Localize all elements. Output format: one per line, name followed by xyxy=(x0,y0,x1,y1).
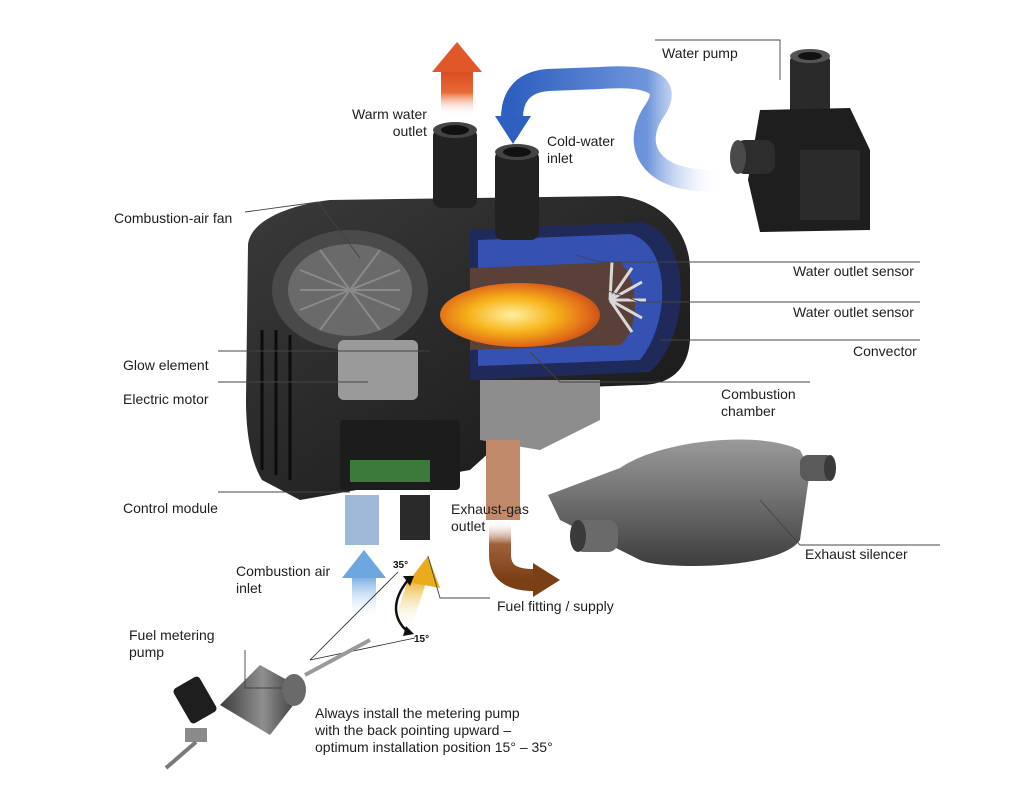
combustion-air-arrow xyxy=(342,550,386,620)
leader-lines xyxy=(218,39,940,689)
angle-label-upper: 35° xyxy=(393,560,409,571)
cold-water-arrow xyxy=(495,66,721,192)
label-warm-water-outlet: Warm water outlet xyxy=(352,106,427,139)
label-install-note: Always install the metering pump with th… xyxy=(315,705,553,755)
exhaust-silencer xyxy=(548,439,836,566)
label-exhaust-silencer: Exhaust silencer xyxy=(805,546,908,562)
warm-water-arrow xyxy=(432,42,482,115)
angle-label-lower: 15° xyxy=(414,634,430,645)
label-cold-water-inlet: Cold-water inlet xyxy=(547,133,615,166)
angle-indicator xyxy=(309,571,416,661)
label-water-outlet-sensor-1: Water outlet sensor xyxy=(793,263,914,279)
flame xyxy=(440,283,600,347)
fuel-arrow xyxy=(393,556,440,631)
label-exhaust-gas-outlet: Exhaust-gas outlet xyxy=(451,501,529,534)
label-convector: Convector xyxy=(853,343,917,359)
heater-body xyxy=(246,122,690,545)
label-water-pump: Water pump xyxy=(662,45,738,61)
label-fuel-metering-pump: Fuel metering pump xyxy=(129,627,215,660)
label-control-module: Control module xyxy=(123,500,218,516)
water-pump xyxy=(730,49,870,232)
label-combustion-air-fan: Combustion-air fan xyxy=(114,210,233,226)
fuel-metering-pump xyxy=(164,638,371,770)
label-combustion-chamber: Combustion chamber xyxy=(721,386,796,419)
label-electric-motor: Electric motor xyxy=(123,391,209,407)
label-water-outlet-sensor-2: Water outlet sensor xyxy=(793,304,914,320)
exhaust-gas-arrow xyxy=(489,520,560,597)
label-fuel-fitting-supply: Fuel fitting / supply xyxy=(497,598,614,614)
label-combustion-air-inlet: Combustion air inlet xyxy=(236,563,331,596)
label-glow-element: Glow element xyxy=(123,357,209,373)
